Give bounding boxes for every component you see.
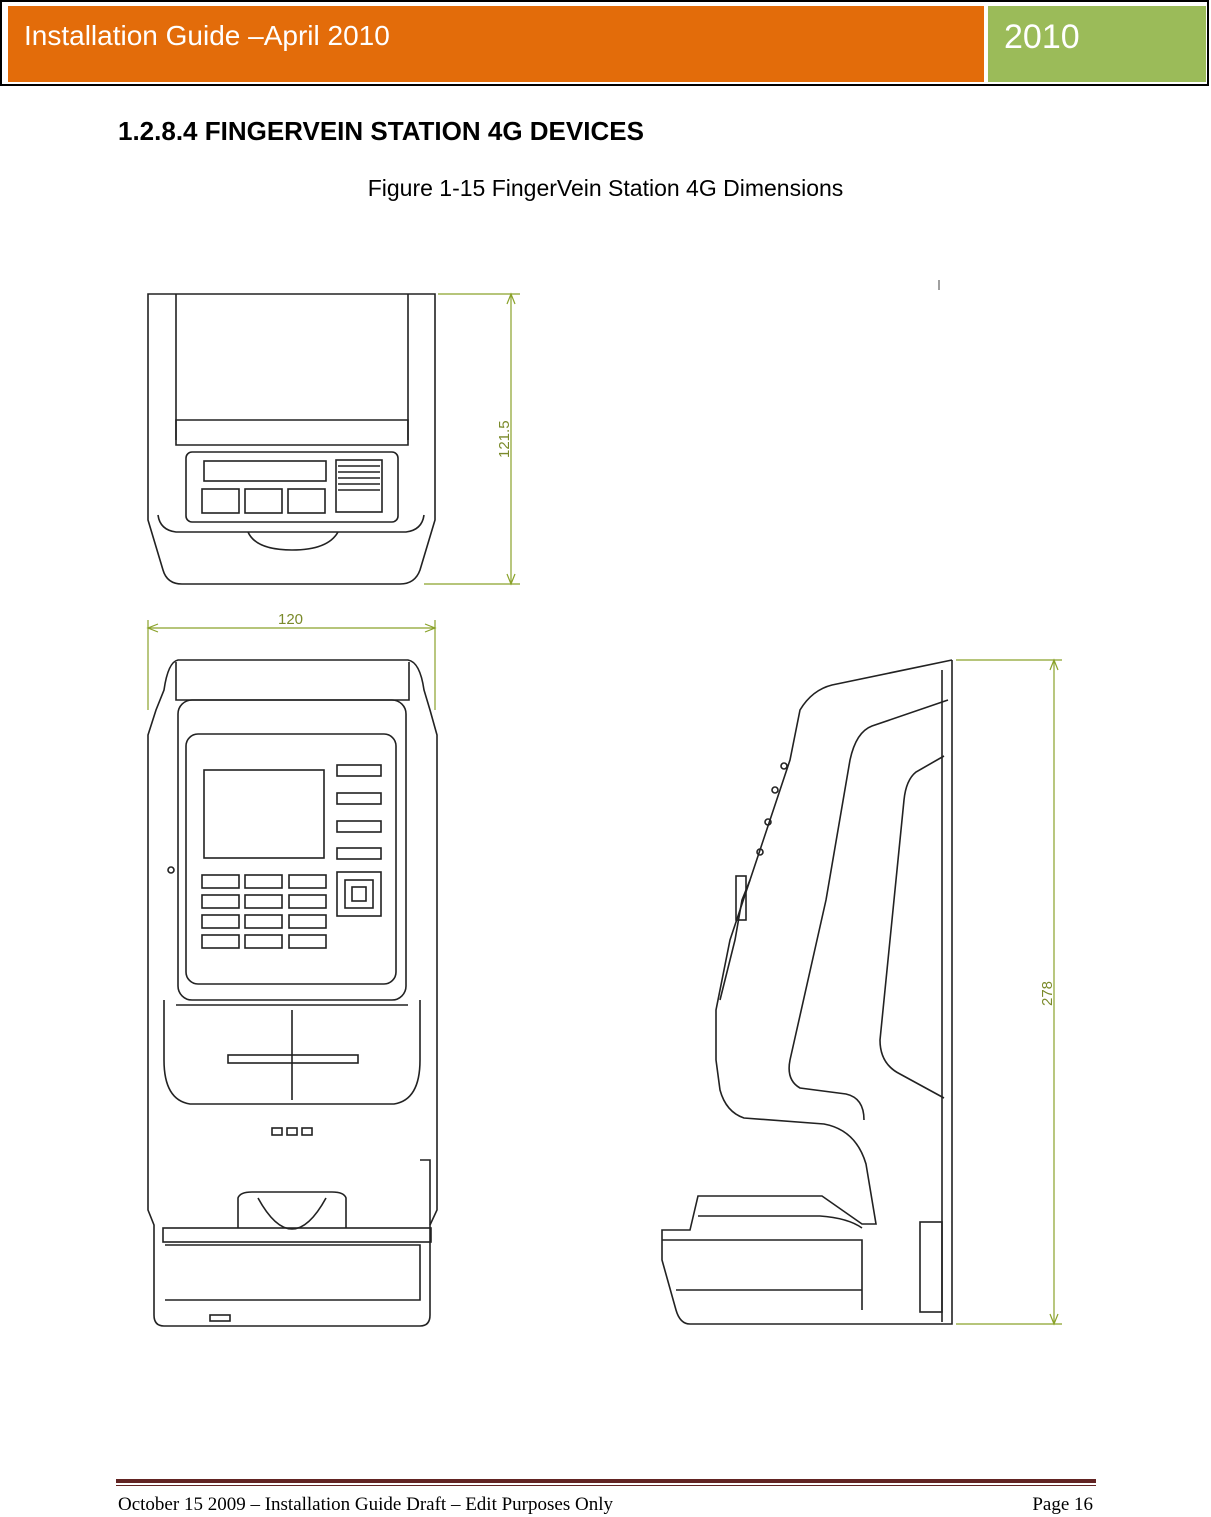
document-title: Installation Guide –April 2010 [24, 20, 390, 51]
page-number: Page 16 [1032, 1494, 1093, 1515]
header-frame: Installation Guide –April 2010 2010 [0, 0, 1209, 86]
header-title-box: Installation Guide –April 2010 [8, 6, 984, 82]
header-year-box: 2010 [988, 6, 1206, 82]
side-height-label: 278 [1039, 981, 1056, 1006]
footer-rule [116, 1479, 1096, 1483]
top-height-dimension [424, 292, 520, 586]
footer-rule-thin [116, 1485, 1096, 1486]
front-view-drawing [147, 659, 438, 1327]
figure-caption: Figure 1-15 FingerVein Station 4G Dimens… [367, 175, 844, 201]
front-width-dimension [146, 620, 437, 710]
document-year: 2010 [1004, 18, 1080, 56]
side-height-dimension [956, 658, 1062, 1326]
top-height-label: 121.5 [496, 420, 513, 458]
top-view-drawing [147, 293, 436, 585]
section-heading: 1.2.8.4 FINGERVEIN STATION 4G DEVICES [118, 116, 644, 146]
side-view-drawing [661, 659, 953, 1325]
front-width-label: 120 [278, 611, 303, 628]
footer-text: October 15 2009 – Installation Guide Dra… [118, 1494, 613, 1515]
